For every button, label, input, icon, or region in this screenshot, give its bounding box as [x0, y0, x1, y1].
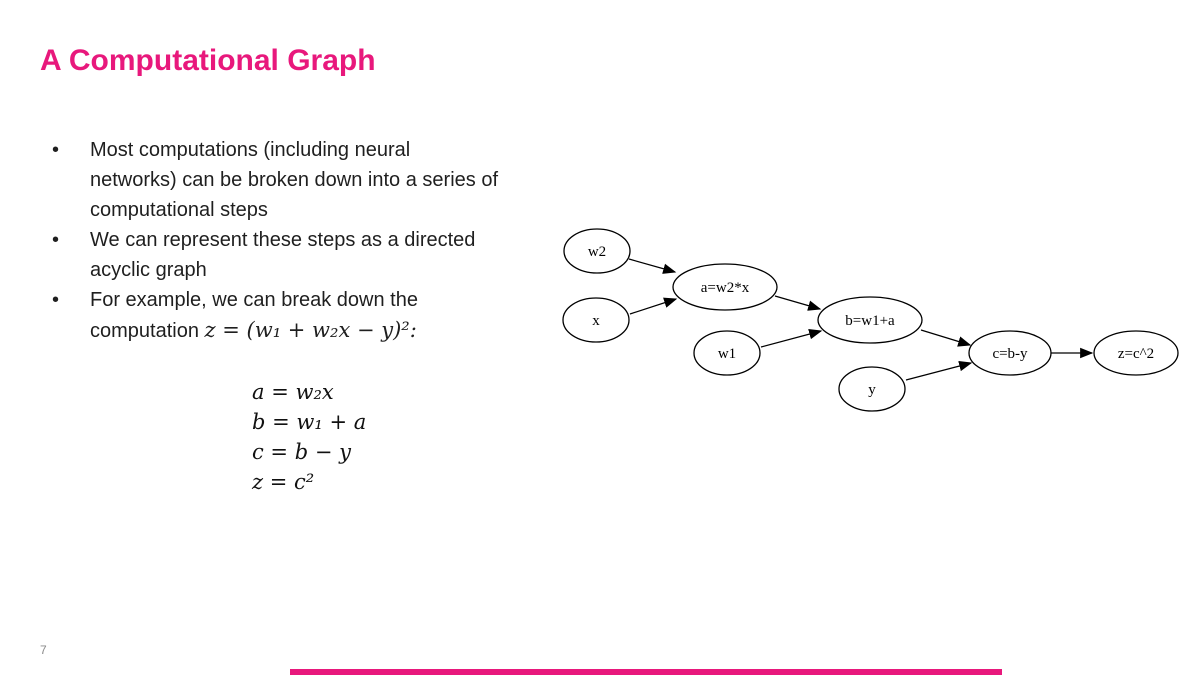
bullet-line: computation z = (w₁ + w₂x − y)²: [90, 315, 572, 346]
bullet-text: Most computations (including neural netw… [90, 135, 572, 225]
node-ellipse [968, 330, 1052, 376]
slide-title: A Computational Graph [40, 44, 376, 77]
footer-accent-bar [290, 669, 1002, 675]
bullet-line: For example, we can break down the [90, 289, 418, 311]
graph-node-w2: w2 [563, 228, 631, 274]
bullet-marker: • [52, 139, 60, 161]
bullet-line: Most computations (including neural [90, 139, 411, 161]
equation-line: z = c² [252, 470, 315, 494]
equation-line: a = w₂x [252, 380, 334, 404]
bullet-line: computational steps [90, 199, 268, 221]
graph-node-z: z=c^2 [1093, 330, 1179, 376]
node-label: y [868, 382, 876, 398]
equations-block: a = w₂x b = w₁ + a c = b − y z = c² [252, 377, 366, 497]
node-ellipse [817, 296, 923, 344]
bullet-list: • Most computations (including neural ne… [52, 135, 572, 346]
edge-w1-to-b [760, 328, 823, 348]
node-label: z=c^2 [1118, 346, 1154, 362]
equation-line: b = w₁ + a [252, 410, 367, 434]
node-ellipse [563, 228, 631, 274]
node-ellipse [562, 297, 630, 343]
graph-node-y: y [838, 366, 906, 412]
graph-node-b: b=w1+a [817, 296, 923, 344]
node-label: c=b-y [992, 346, 1028, 362]
bullet-item: • For example, we can break down the com… [52, 285, 572, 346]
graph-node-c: c=b-y [968, 330, 1052, 376]
bullet-item: • We can represent these steps as a dire… [52, 225, 572, 285]
node-ellipse [672, 263, 778, 311]
node-label: a=w2*x [701, 280, 750, 296]
bullet-item: • Most computations (including neural ne… [52, 135, 572, 225]
graph-node-x: x [562, 297, 630, 343]
bullet-marker: • [52, 229, 60, 251]
page-number: 7 [40, 643, 47, 657]
edge-x-to-a [629, 297, 678, 315]
node-ellipse [838, 366, 906, 412]
inline-math-expression: z = (w₁ + w₂x − y)²: [204, 318, 417, 342]
bullet-marker: • [52, 289, 60, 311]
bullet-text: We can represent these steps as a direct… [90, 225, 572, 285]
equation-line: c = b − y [252, 440, 351, 464]
node-label: x [592, 313, 600, 329]
edge-y-to-c [905, 360, 973, 381]
bullet-line: acyclic graph [90, 259, 207, 281]
node-label: w1 [718, 346, 736, 362]
node-label: b=w1+a [845, 313, 895, 329]
bullet-text: For example, we can break down the compu… [90, 285, 572, 346]
node-ellipse [1093, 330, 1179, 376]
graph-node-w1: w1 [693, 330, 761, 376]
bullet-line-prefix: computation [90, 320, 205, 342]
edge-w2-to-a [628, 258, 677, 274]
bullet-line: networks) can be broken down into a seri… [90, 169, 498, 191]
edge-b-to-c [920, 329, 972, 347]
bullet-line: We can represent these steps as a direct… [90, 229, 476, 251]
graph-node-a: a=w2*x [672, 263, 778, 311]
edge-a-to-b [774, 295, 822, 311]
node-ellipse [693, 330, 761, 376]
node-label: w2 [588, 244, 606, 260]
